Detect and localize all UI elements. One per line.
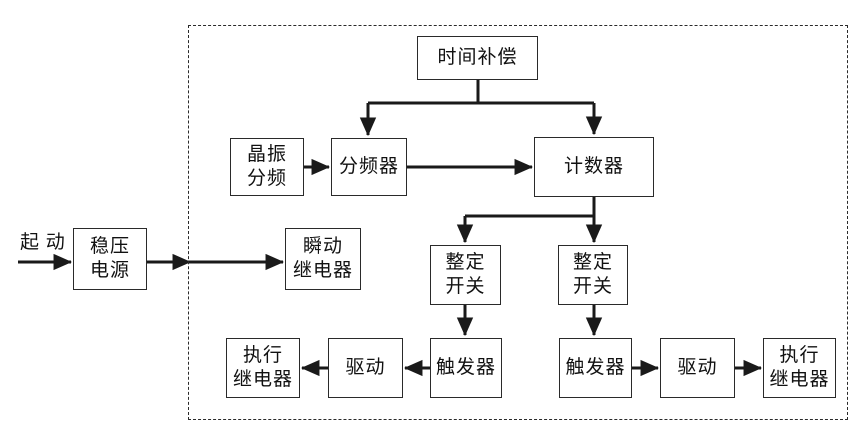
- node-setting-switch-left-line-1: 整定: [445, 252, 486, 274]
- node-executing-relay-right-line-2: 继电器: [769, 369, 830, 390]
- node-crystal-oscillator-divider-line-2: 分频: [246, 168, 287, 189]
- node-executing-relay-left[interactable]: 执行 继电器: [226, 338, 300, 398]
- node-executing-relay-right-line-1: 执行: [779, 345, 820, 367]
- node-frequency-divider[interactable]: 分频器: [331, 138, 407, 196]
- label-start-input: 起 动: [20, 232, 65, 255]
- node-time-compensation[interactable]: 时间补偿: [417, 36, 538, 80]
- node-setting-switch-left[interactable]: 整定 开关: [430, 245, 501, 305]
- node-setting-switch-right[interactable]: 整定 开关: [558, 245, 628, 305]
- node-driver-left-line-1: 驱动: [345, 357, 386, 379]
- node-regulated-power-supply-line-1: 稳压: [89, 236, 130, 258]
- node-counter[interactable]: 计数器: [534, 137, 654, 197]
- node-setting-switch-left-line-2: 开关: [445, 276, 486, 297]
- node-trigger-left-line-1: 触发器: [435, 357, 496, 379]
- node-driver-right[interactable]: 驱动: [660, 338, 735, 398]
- node-instantaneous-relay[interactable]: 瞬动 继电器: [285, 228, 361, 290]
- node-driver-right-line-1: 驱动: [677, 357, 718, 379]
- node-setting-switch-right-line-1: 整定: [572, 252, 613, 274]
- node-trigger-left[interactable]: 触发器: [430, 338, 502, 398]
- node-instantaneous-relay-line-2: 继电器: [292, 260, 353, 281]
- node-executing-relay-right[interactable]: 执行 继电器: [763, 338, 836, 398]
- node-trigger-right-line-1: 触发器: [565, 357, 626, 379]
- node-crystal-oscillator-divider[interactable]: 晶振 分频: [230, 138, 304, 196]
- node-regulated-power-supply[interactable]: 稳压 电源: [73, 228, 147, 290]
- node-regulated-power-supply-line-2: 电源: [89, 260, 130, 281]
- node-trigger-right[interactable]: 触发器: [559, 338, 632, 398]
- node-setting-switch-right-line-2: 开关: [572, 276, 613, 297]
- node-executing-relay-left-line-1: 执行: [242, 345, 283, 367]
- node-driver-left[interactable]: 驱动: [328, 338, 403, 398]
- node-counter-line-1: 计数器: [563, 156, 624, 178]
- node-frequency-divider-line-1: 分频器: [338, 156, 399, 178]
- label-start-line-1: 起: [20, 232, 41, 253]
- node-instantaneous-relay-line-1: 瞬动: [302, 236, 343, 258]
- node-crystal-oscillator-divider-line-1: 晶振: [246, 144, 287, 166]
- node-time-compensation-line-1: 时间补偿: [437, 47, 518, 69]
- node-executing-relay-left-line-2: 继电器: [232, 369, 293, 390]
- label-start-line-2: 动: [45, 232, 66, 253]
